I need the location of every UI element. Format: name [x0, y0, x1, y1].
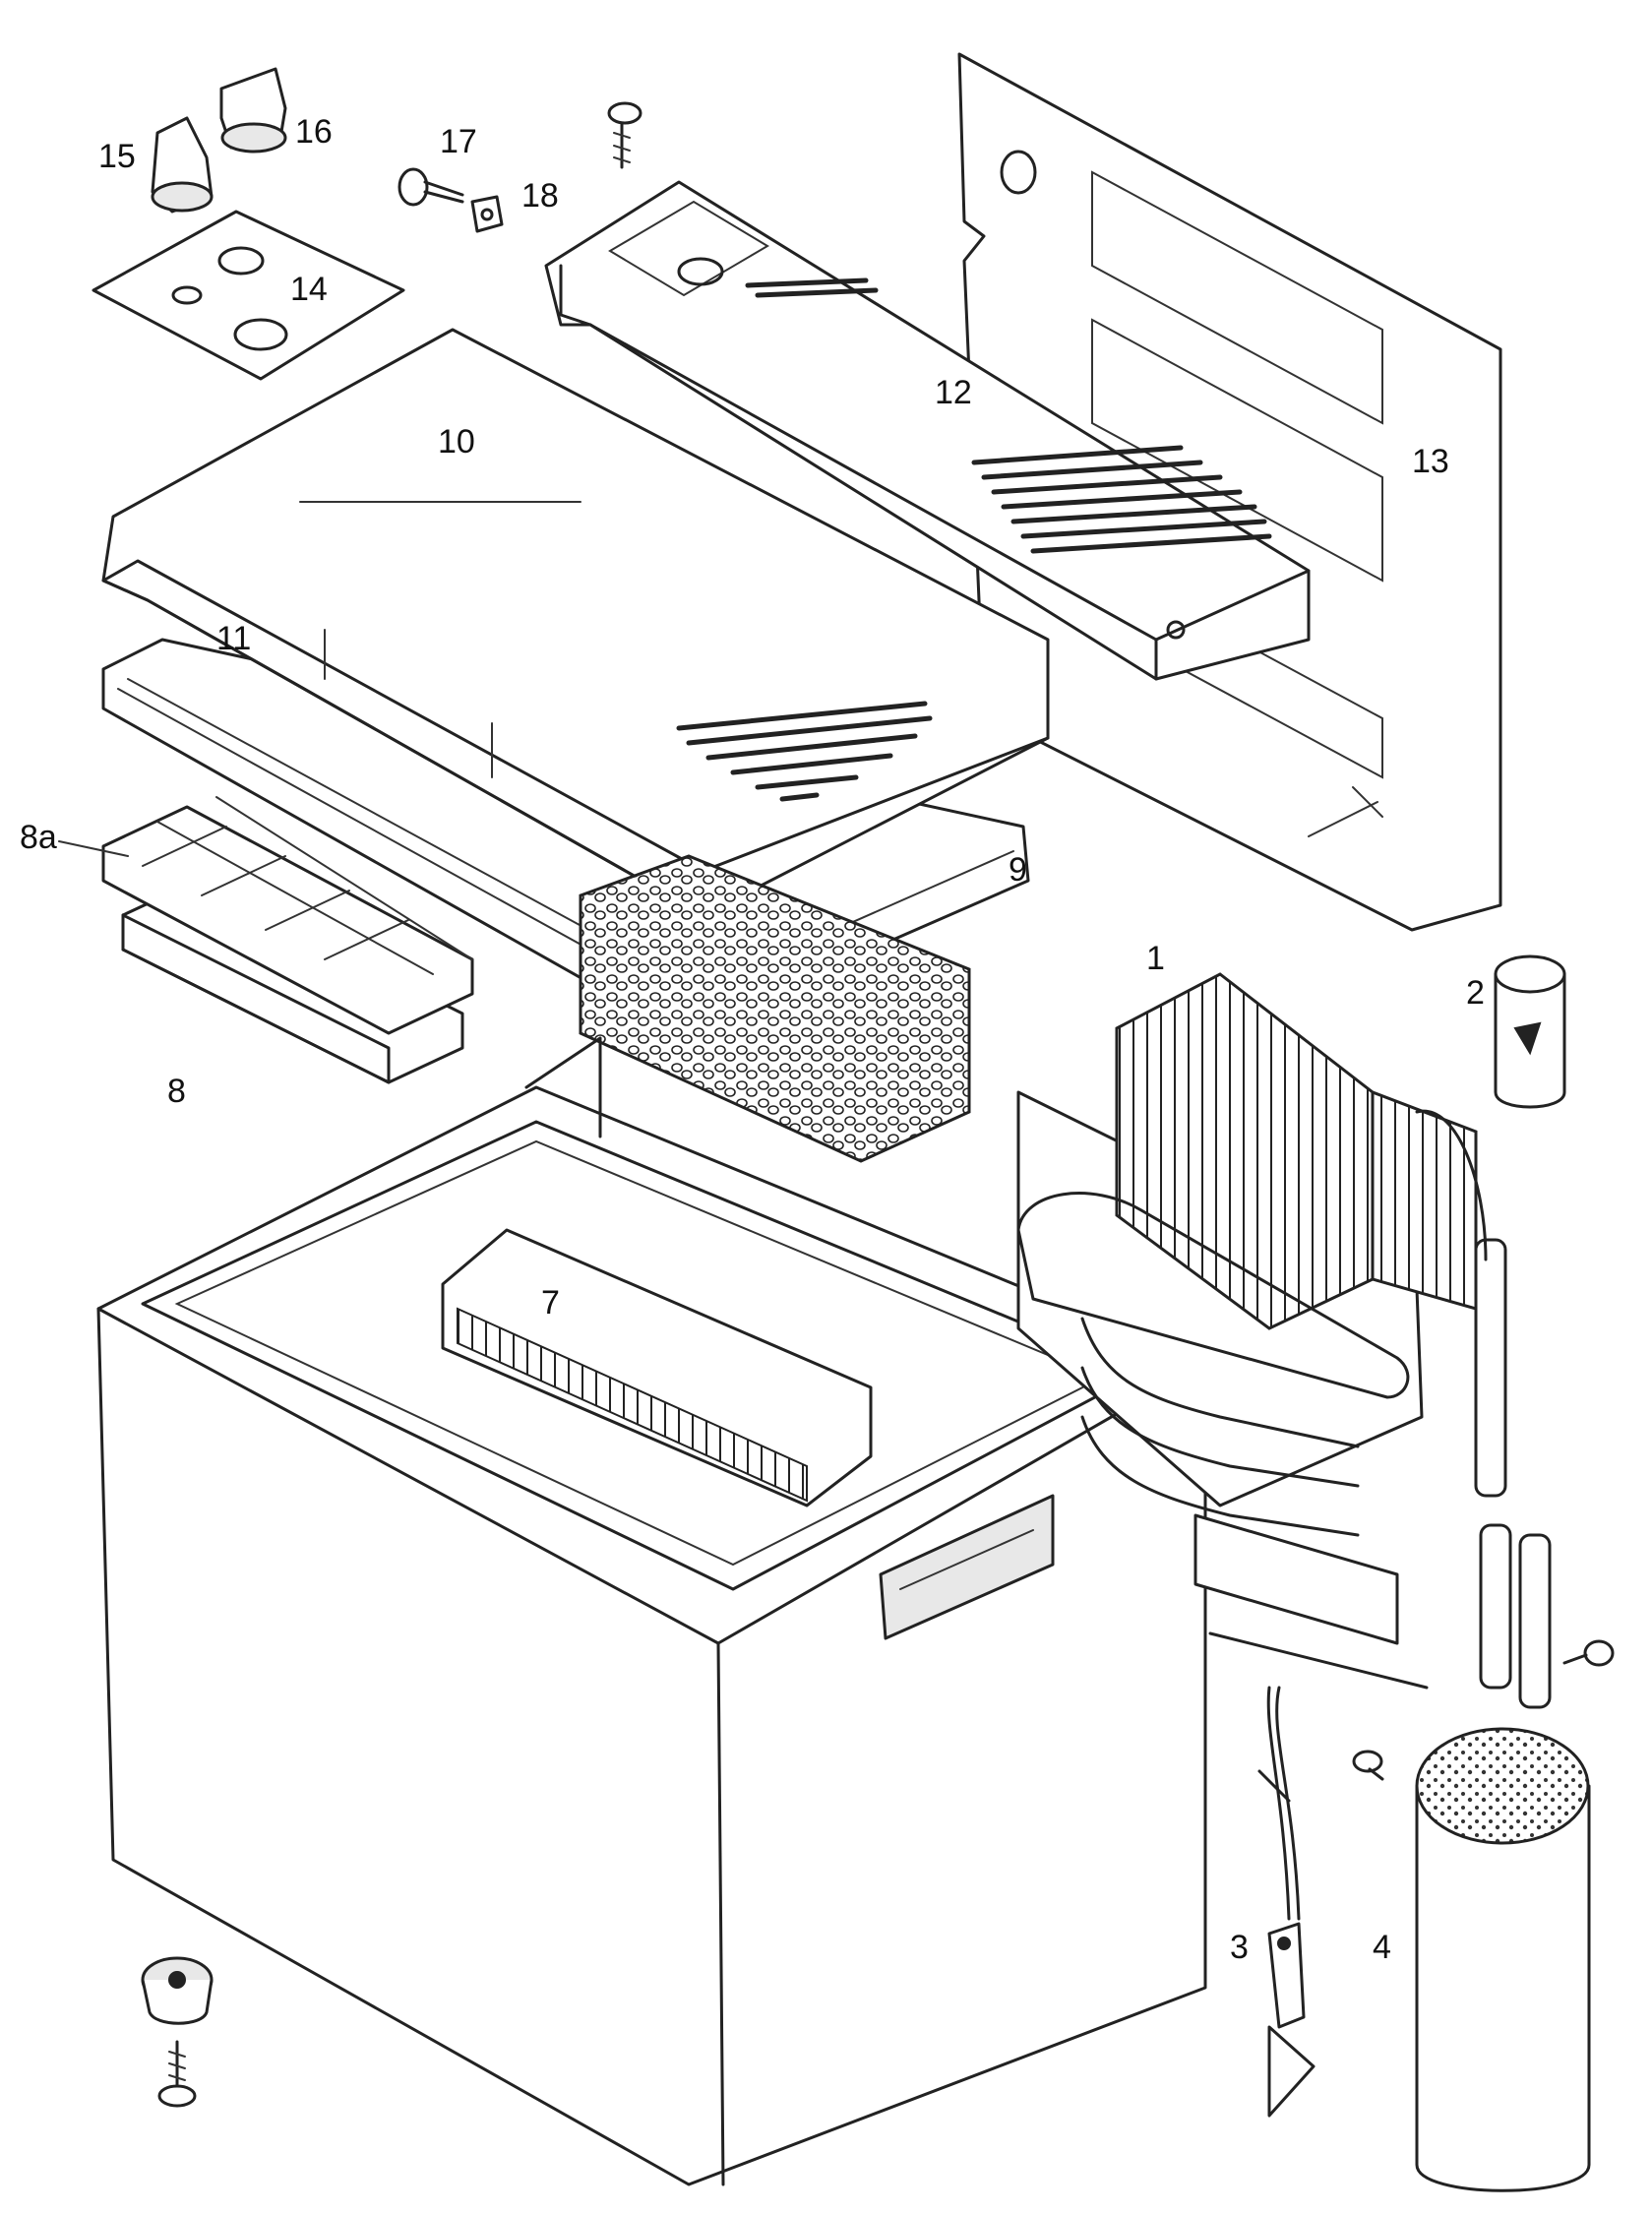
screw-top	[607, 101, 642, 169]
cooling-unit	[1016, 972, 1552, 1709]
label-part-2: 2	[1466, 974, 1485, 1012]
label-part-11: 11	[216, 620, 251, 657]
thermocouple-3	[1257, 1686, 1315, 2118]
top-vent-cover	[544, 180, 1311, 681]
nut-18	[470, 195, 504, 233]
control-plate	[92, 210, 405, 381]
knob-16	[219, 67, 287, 154]
screw-17	[398, 167, 464, 207]
screw-cylinder	[1352, 1750, 1384, 1781]
leader-8a	[58, 840, 129, 857]
part-labels: 1 2 3 4 7 8 8a 9 10 11 12 13 14 15 16 17…	[20, 113, 1485, 1966]
foam-insulation	[579, 854, 971, 1163]
cap-2	[1494, 954, 1566, 1109]
label-part-13: 13	[1412, 443, 1449, 480]
knob-15	[151, 116, 214, 214]
screw-unit	[1562, 1639, 1615, 1667]
label-part-7: 7	[541, 1284, 560, 1322]
label-part-8: 8	[167, 1073, 186, 1110]
label-part-18: 18	[521, 177, 559, 215]
label-part-15: 15	[98, 138, 136, 175]
label-part-14: 14	[290, 271, 328, 308]
label-part-4: 4	[1373, 1929, 1391, 1966]
label-part-8a: 8a	[20, 819, 57, 856]
label-part-10: 10	[438, 423, 475, 461]
label-part-17: 17	[440, 123, 477, 160]
label-part-3: 3	[1230, 1929, 1249, 1966]
screw-foot	[157, 2040, 197, 2108]
ice-cube-grid	[101, 796, 474, 1035]
lid	[101, 328, 1050, 917]
label-part-12: 12	[935, 374, 972, 411]
cylinder-4	[1415, 1727, 1591, 2192]
foot	[141, 1956, 214, 2025]
label-part-1: 1	[1146, 940, 1165, 977]
label-part-16: 16	[295, 113, 333, 151]
evaporator-plate	[441, 1228, 873, 1507]
label-part-9: 9	[1009, 851, 1027, 889]
